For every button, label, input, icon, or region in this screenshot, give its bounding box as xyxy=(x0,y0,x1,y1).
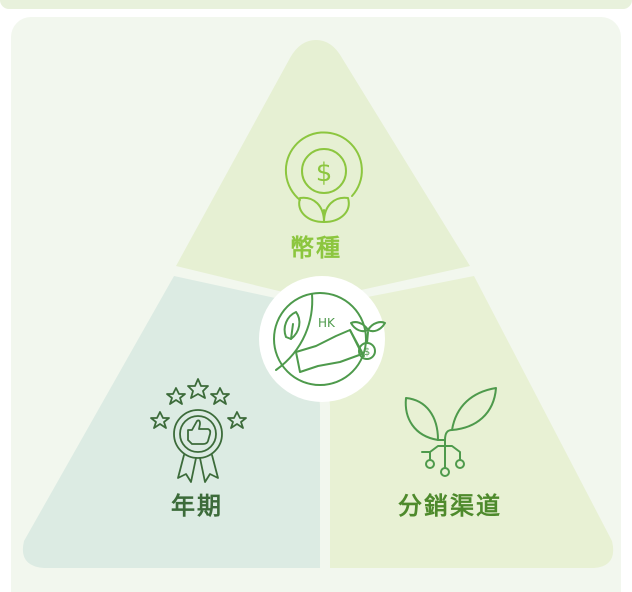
plant-circuit-icon xyxy=(404,387,497,477)
coin-dollar-text: $ xyxy=(364,347,370,358)
svg-text:$: $ xyxy=(316,158,333,188)
hk-text: HK xyxy=(318,316,336,330)
label-currency: 幣種 xyxy=(290,234,342,262)
top-band xyxy=(0,0,632,9)
leaf-megaphone-hk-icon xyxy=(273,292,386,386)
segment-right xyxy=(322,276,614,568)
dollar-coin-sprout-icon: $ xyxy=(284,131,363,223)
label-distribution-channel: 分銷渠道 xyxy=(398,492,502,520)
label-term: 年期 xyxy=(171,492,223,520)
segment-left xyxy=(22,276,320,568)
segment-top xyxy=(176,40,470,300)
stars-medal-thumbs-up-icon xyxy=(150,378,247,483)
